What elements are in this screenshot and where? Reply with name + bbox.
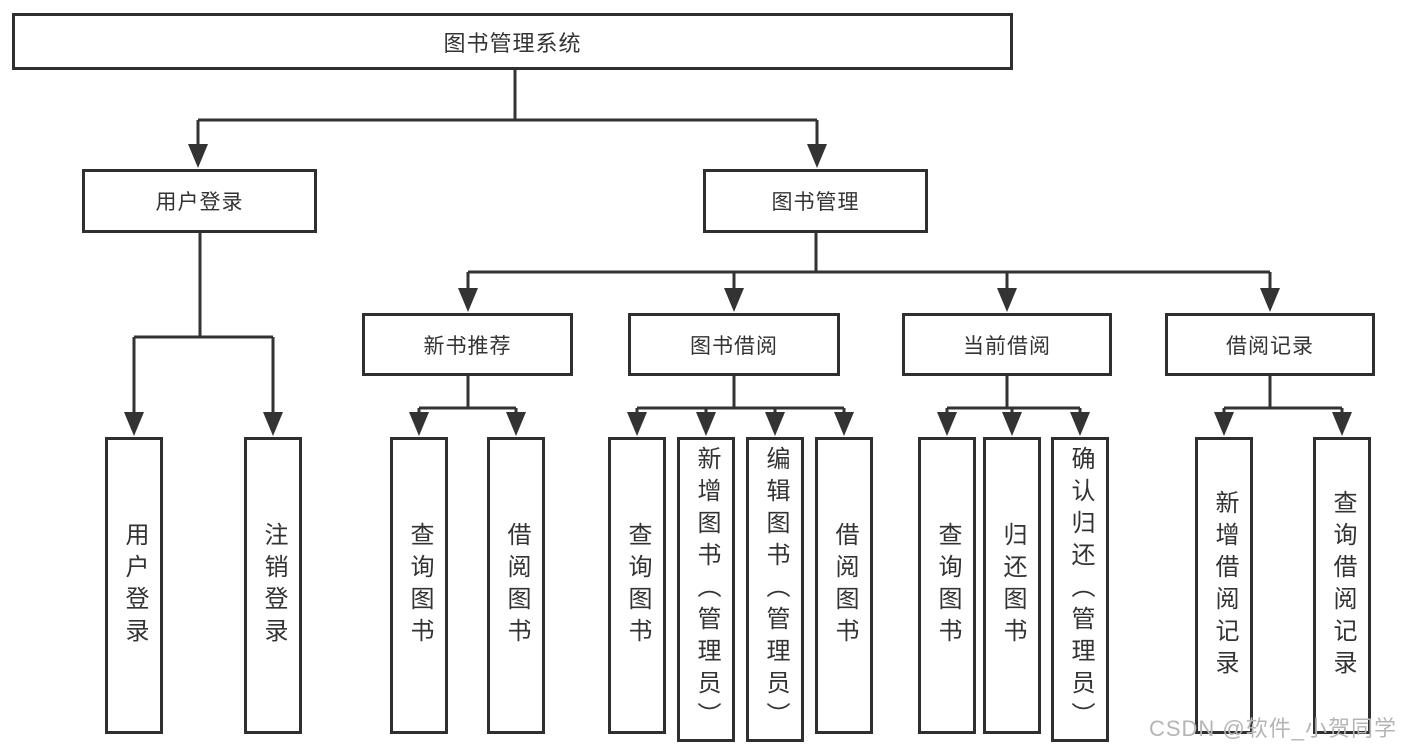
arrowhead <box>807 144 827 168</box>
leaf-add-books-admin: 新增图书（管理员） <box>677 437 735 742</box>
arrowhead <box>1214 412 1234 436</box>
leaf-query-books-recommend-label: 查询图书 <box>406 521 433 650</box>
leaf-query-books-borrowing: 查询图书 <box>608 437 666 734</box>
node-borrowing-records-label: 借阅记录 <box>1226 334 1314 358</box>
leaf-confirm-return-admin-label: 确认归还（管理员） <box>1067 445 1094 734</box>
arrowhead <box>1002 412 1022 436</box>
node-library-management-system: 图书管理系统 <box>12 13 1013 70</box>
leaf-return-books: 归还图书 <box>983 437 1041 734</box>
arrowhead <box>124 412 144 436</box>
leaf-borrow-books-borrowing-label: 借阅图书 <box>831 521 858 650</box>
arrowhead <box>937 412 957 436</box>
leaf-confirm-return-admin: 确认归还（管理员） <box>1051 437 1109 742</box>
leaf-query-books-borrowing-label: 查询图书 <box>624 521 651 650</box>
leaf-borrow-books-recommend-label: 借阅图书 <box>503 521 530 650</box>
node-current-borrowing: 当前借阅 <box>902 313 1112 376</box>
connector-root-branch <box>196 70 819 148</box>
arrowhead <box>506 412 526 436</box>
arrowhead <box>696 412 716 436</box>
node-book-management-label: 图书管理 <box>771 191 860 214</box>
node-book-management: 图书管理 <box>703 169 928 233</box>
leaf-add-books-admin-label: 新增图书（管理员） <box>693 445 720 734</box>
arrowhead <box>834 412 854 436</box>
node-current-borrowing-label: 当前借阅 <box>963 334 1051 358</box>
connector-book-borrowing-branch <box>635 376 846 416</box>
node-book-borrowing: 图书借阅 <box>628 313 840 376</box>
leaf-query-borrow-record-label: 查询借阅记录 <box>1329 489 1356 682</box>
arrowhead <box>997 288 1017 312</box>
leaf-return-books-label: 归还图书 <box>999 521 1026 650</box>
leaf-user-login-label: 用户登录 <box>121 521 148 650</box>
connector-user-login-branch <box>132 233 275 416</box>
node-user-login: 用户登录 <box>82 169 317 233</box>
watermark-text: CSDN @软件_小贺同学 <box>1148 716 1397 741</box>
arrowheads <box>124 144 1352 436</box>
leaf-user-login: 用户登录 <box>105 437 163 734</box>
connector-book-management-branch <box>466 233 1272 292</box>
connector-new-book-branch <box>417 376 518 416</box>
connector-current-borrowing-branch <box>945 376 1082 416</box>
arrowhead <box>188 144 208 168</box>
arrowhead <box>765 412 785 436</box>
leaf-add-borrow-record-label: 新增借阅记录 <box>1211 489 1238 682</box>
leaf-logout-login: 注销登录 <box>244 437 302 734</box>
node-book-borrowing-label: 图书借阅 <box>690 334 778 358</box>
leaf-query-books-recommend: 查询图书 <box>390 437 448 734</box>
leaf-borrow-books-borrowing: 借阅图书 <box>815 437 873 734</box>
arrowhead <box>409 412 429 436</box>
leaf-query-books-current: 查询图书 <box>918 437 976 734</box>
leaf-query-books-current-label: 查询图书 <box>934 521 961 650</box>
node-new-book-recommendation: 新书推荐 <box>362 313 573 376</box>
node-library-management-system-label: 图书管理系统 <box>443 30 582 56</box>
node-new-book-recommendation-label: 新书推荐 <box>423 334 512 358</box>
node-user-login-label: 用户登录 <box>155 191 244 214</box>
leaf-edit-books-admin-label: 编辑图书（管理员） <box>762 445 789 734</box>
arrowhead <box>1260 288 1280 312</box>
arrowhead <box>724 288 744 312</box>
arrowhead <box>263 412 283 436</box>
leaf-query-borrow-record: 查询借阅记录 <box>1313 437 1371 734</box>
node-borrowing-records: 借阅记录 <box>1165 313 1375 376</box>
arrowhead <box>627 412 647 436</box>
leaf-edit-books-admin: 编辑图书（管理员） <box>746 437 804 742</box>
connector-borrowing-records-branch <box>1222 376 1344 416</box>
arrowhead <box>1332 412 1352 436</box>
arrowhead <box>458 288 478 312</box>
arrowhead <box>1070 412 1090 436</box>
leaf-logout-login-label: 注销登录 <box>260 521 287 650</box>
leaf-borrow-books-recommend: 借阅图书 <box>487 437 545 734</box>
leaf-add-borrow-record: 新增借阅记录 <box>1195 437 1253 734</box>
